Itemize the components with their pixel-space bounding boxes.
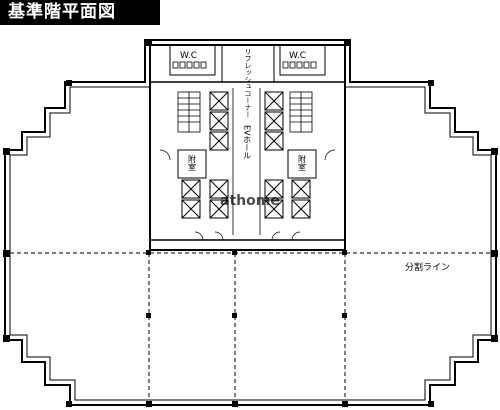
split-lines bbox=[10, 252, 491, 400]
wc-right-label: W.C bbox=[289, 51, 306, 61]
columns bbox=[3, 40, 498, 407]
refresh-corner-room bbox=[221, 44, 275, 83]
wc-right-room bbox=[279, 44, 326, 76]
watermark-label: athome bbox=[220, 193, 280, 209]
annex-right-label: 附室 bbox=[298, 154, 307, 171]
ev-hall-label: EVホール bbox=[243, 125, 252, 160]
annex-right-room bbox=[287, 149, 317, 179]
outer-wall bbox=[4, 39, 497, 406]
annex-left-label: 附室 bbox=[188, 154, 197, 171]
elevator-shafts bbox=[181, 91, 311, 219]
wc-fixtures bbox=[172, 61, 317, 69]
split-line-label: 分割ライン bbox=[405, 261, 450, 273]
page-title: 基準階平面図 bbox=[0, 0, 160, 25]
inner-wall bbox=[9, 44, 492, 401]
stairs bbox=[177, 91, 313, 133]
wc-left-label: W.C bbox=[180, 51, 197, 61]
refresh-corner-label: リフレッシュコーナー bbox=[244, 48, 252, 118]
door-swings bbox=[159, 149, 336, 241]
annex-left-room bbox=[177, 149, 207, 179]
wc-left-room bbox=[169, 44, 216, 76]
